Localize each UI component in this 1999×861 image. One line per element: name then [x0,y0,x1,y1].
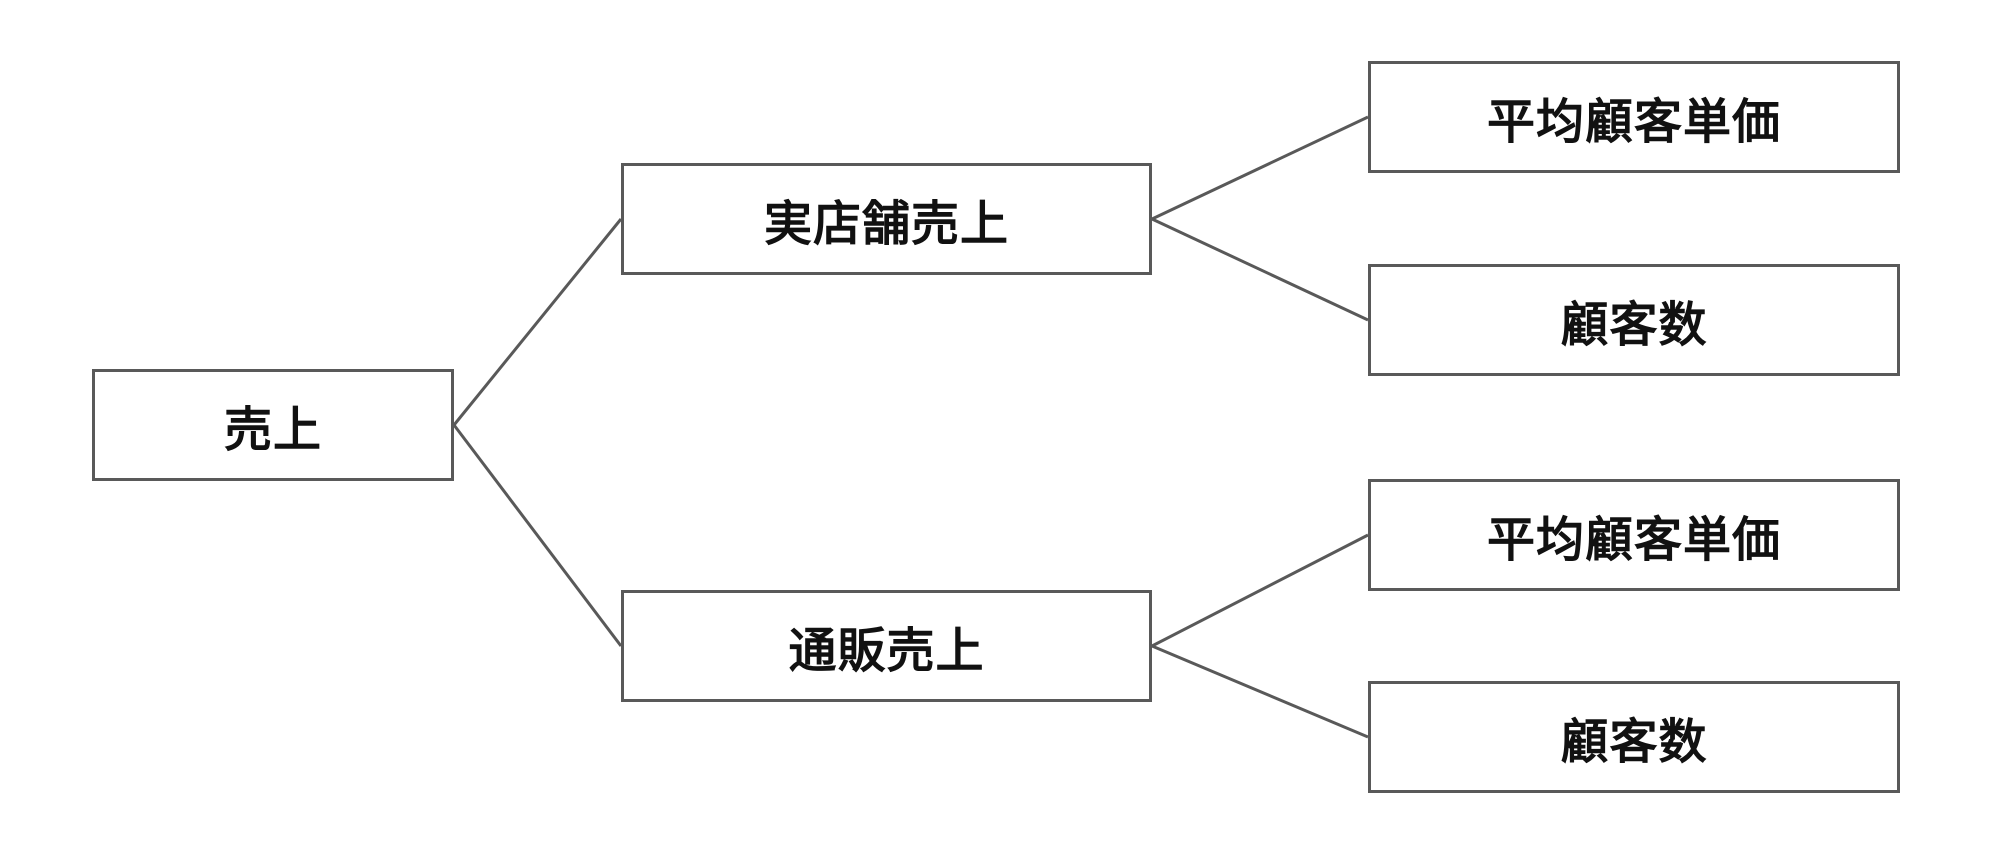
node-mail-avg-price-label: 平均顧客単価 [1486,512,1781,568]
node-store-customer-count: 顧客数 [1368,264,1900,376]
connector-mail-count [1151,644,1369,739]
node-mail-customer-count: 顧客数 [1368,681,1900,793]
node-store-avg-price: 平均顧客単価 [1368,61,1900,173]
connector-root-mail [452,424,623,647]
node-branch-store-label: 実店舗売上 [763,196,1009,252]
connector-root-store [452,218,623,426]
node-mail-avg-price: 平均顧客単価 [1368,479,1900,591]
node-root: 売上 [92,369,454,481]
node-store-customer-count-label: 顧客数 [1560,297,1708,353]
node-root-label: 売上 [223,402,322,458]
node-branch-mail-order: 通販売上 [621,590,1152,702]
node-branch-store: 実店舗売上 [621,163,1152,275]
node-store-avg-price-label: 平均顧客単価 [1486,94,1781,150]
connector-store-price [1151,115,1369,221]
node-mail-customer-count-label: 顧客数 [1560,714,1708,770]
connector-store-count [1151,217,1369,322]
node-branch-mail-order-label: 通販売上 [788,623,985,679]
connector-mail-price [1151,533,1369,648]
